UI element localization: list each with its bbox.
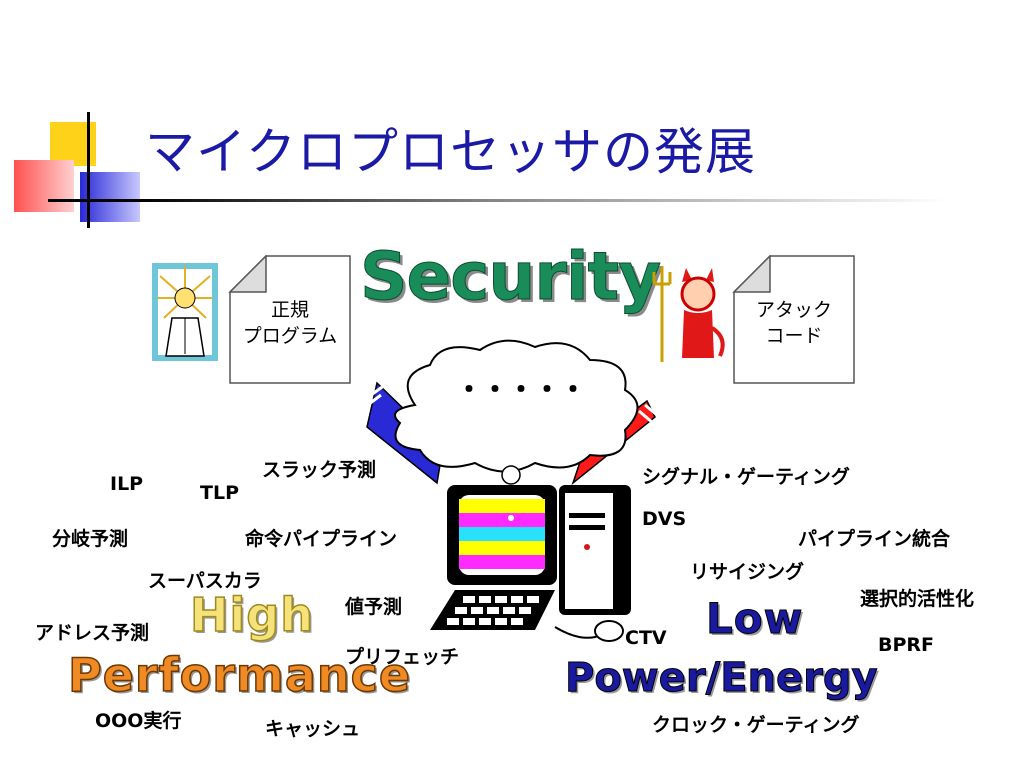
cloud-dots: ・・・・・ [455,373,587,406]
doc-label-attack: アタック コード [732,297,856,349]
document-icon [732,255,855,384]
term-address-prediction: アドレス予測 [35,622,150,644]
center-illustration [364,339,658,642]
term-slack-prediction: スラック予測 [262,459,377,481]
doc-line-1: アタック [755,299,832,321]
blue-square [80,172,140,222]
page-title: マイクロプロセッサの発展 [145,123,756,181]
term-signal-gating: シグナル・ゲーティング [642,466,850,488]
doc-line-2: コード [765,325,823,347]
red-square [14,160,74,212]
low-wordart: Low [705,594,804,644]
term-superscalar: スーパスカラ [148,570,262,592]
term-resizing: リサイジング [690,561,805,583]
corner-decoration [0,0,948,240]
doc-label-legit: 正規 プログラム [228,297,352,349]
devil-icon [652,266,725,362]
term-dvs: DVS [642,508,687,530]
term-cache: キャッシュ [265,718,361,740]
power-energy-wordart: Power/Energy [565,655,879,702]
horizontal-line [48,199,948,202]
doc-line-2: プログラム [242,325,338,347]
vertical-line [87,112,90,228]
term-pipeline-merge: パイプライン統合 [798,528,951,550]
high-wordart: High [189,587,314,643]
term-ctv: CTV [625,627,667,649]
document-icon [228,255,351,384]
term-prefetch: プリフェッチ [345,646,460,668]
thought-cloud-shape [394,339,639,473]
term-value-prediction: 値予測 [345,596,403,618]
term-ooo-execution: OOO実行 [95,710,182,732]
term-ilp: ILP [110,473,144,495]
term-clock-gating: クロック・ゲーティング [652,714,860,736]
performance-wordart: Performance [67,647,412,703]
angel-icon [152,263,218,361]
term-branch-prediction: 分岐予測 [52,528,129,550]
security-wordart: Security [359,238,661,316]
term-instruction-pipeline: 命令パイプライン [245,528,398,550]
term-tlp: TLP [200,482,239,504]
term-selective-activation: 選択的活性化 [860,588,975,610]
term-bprf: BPRF [878,634,935,656]
doc-line-1: 正規 [270,299,309,321]
